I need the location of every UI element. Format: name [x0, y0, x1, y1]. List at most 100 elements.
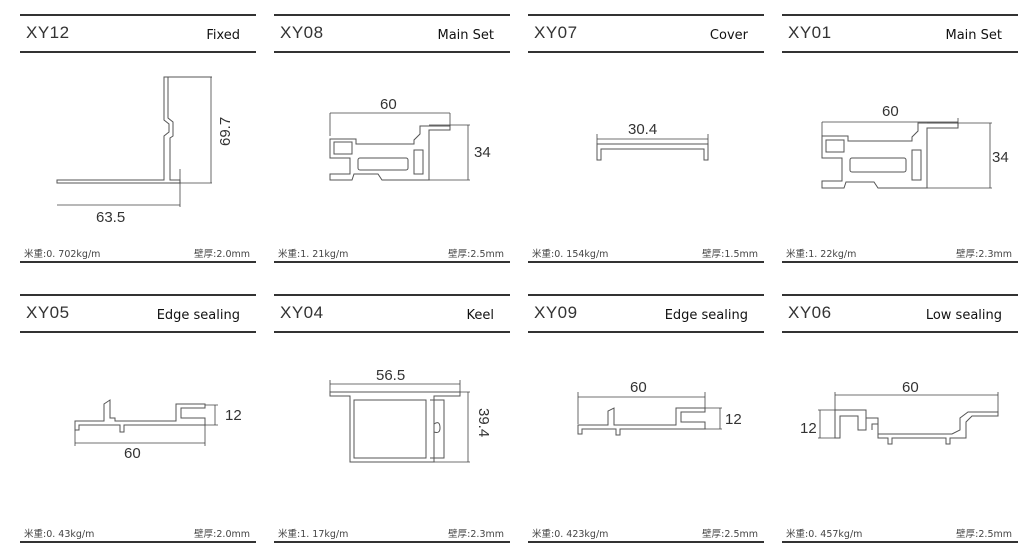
divider [20, 541, 256, 543]
dimension-width: 56.5 [376, 367, 405, 384]
dimension-height: 69.7 [217, 117, 234, 146]
divider [274, 294, 510, 296]
divider [274, 14, 510, 16]
dimension-width: 60 [124, 445, 141, 462]
thickness-value: 2.0mm [216, 529, 250, 540]
profile-type: Main Set [437, 28, 494, 43]
thickness-label: 壁厚: [194, 249, 217, 260]
weight-label: 米重: [786, 529, 809, 540]
profile-drawing: 60 12 [800, 379, 999, 445]
divider [274, 541, 510, 543]
divider [20, 51, 256, 53]
divider [528, 294, 764, 296]
divider [528, 51, 764, 53]
weight-value: 0. 457kg/m [808, 529, 863, 540]
profile-drawing: 12 60 [74, 399, 242, 462]
weight-value: 0. 423kg/m [554, 529, 609, 540]
weight-value: 0. 154kg/m [554, 249, 609, 260]
dimension-height: 12 [225, 407, 242, 424]
thickness-label: 壁厚: [702, 249, 725, 260]
divider [20, 14, 256, 16]
profile-type: Cover [709, 28, 748, 43]
thickness-label: 壁厚: [956, 529, 979, 540]
profile-drawing: 30.4 [596, 121, 709, 161]
profile-drawing: 60 34 [821, 103, 1009, 189]
weight-value: 1. 22kg/m [808, 249, 857, 260]
thickness-label: 壁厚: [448, 249, 471, 260]
thickness-value: 2.3mm [978, 249, 1012, 260]
dimension-width: 60 [630, 379, 647, 396]
thickness-label: 壁厚: [956, 249, 979, 260]
divider [20, 261, 256, 263]
profile-card-xy08: XY08 Main Set 60 34 米重:1. 21kg/m 壁厚:2.5mm [274, 14, 510, 264]
thickness-value: 2.5mm [978, 529, 1012, 540]
divider [274, 261, 510, 263]
profile-drawing: 60 12 [577, 379, 742, 436]
weight-label: 米重: [532, 249, 555, 260]
weight-label: 米重: [278, 249, 301, 260]
weight-label: 米重: [24, 249, 47, 260]
profile-card-xy01: XY01 Main Set 60 34 米重:1. 22kg/m 壁厚:2.3mm [782, 14, 1018, 264]
profile-card-xy12: XY12 Fixed 69.7 63.5 米重:0. 702kg/m 壁厚:2.0… [20, 14, 256, 264]
divider [782, 331, 1018, 333]
divider [20, 294, 256, 296]
thickness-value: 2.3mm [470, 529, 504, 540]
thickness-label: 壁厚: [702, 529, 725, 540]
weight-value: 0. 702kg/m [46, 249, 101, 260]
profile-card-xy09: XY09 Edge sealing 60 12 米重:0. 423kg/m 壁厚:… [528, 294, 764, 544]
dimension-height: 34 [992, 149, 1009, 166]
weight-label: 米重: [278, 529, 301, 540]
weight-label: 米重: [532, 529, 555, 540]
dimension-height: 12 [800, 420, 817, 437]
dimension-width: 60 [380, 96, 397, 113]
dimension-width: 30.4 [628, 121, 657, 138]
divider [274, 331, 510, 333]
dimension-height: 34 [474, 144, 491, 161]
profile-type: Edge sealing [664, 308, 748, 323]
divider [782, 51, 1018, 53]
divider [528, 331, 764, 333]
profile-drawing: 69.7 63.5 [56, 76, 234, 226]
thickness-value: 2.5mm [724, 529, 758, 540]
thickness-label: 壁厚: [448, 529, 471, 540]
divider [528, 14, 764, 16]
divider [782, 541, 1018, 543]
thickness-value: 1.5mm [724, 249, 758, 260]
dimension-height: 39.4 [475, 408, 492, 437]
profile-drawing: 56.5 39.4 [329, 367, 492, 463]
divider [528, 261, 764, 263]
weight-value: 1. 17kg/m [300, 529, 349, 540]
dimension-width: 63.5 [96, 209, 125, 226]
divider [782, 261, 1018, 263]
profile-code: XY07 [534, 23, 578, 42]
profile-code: XY12 [26, 23, 70, 42]
thickness-label: 壁厚: [194, 529, 217, 540]
profile-type: Edge sealing [156, 308, 240, 323]
divider [274, 51, 510, 53]
profile-type: Low sealing [925, 308, 1002, 323]
weight-label: 米重: [24, 529, 47, 540]
divider [782, 294, 1018, 296]
weight-label: 米重: [786, 249, 809, 260]
divider [20, 331, 256, 333]
dimension-width: 60 [902, 379, 919, 396]
profile-type: Main Set [945, 28, 1002, 43]
thickness-value: 2.5mm [470, 249, 504, 260]
profile-drawing: 60 34 [329, 96, 491, 181]
profile-code: XY04 [280, 303, 324, 322]
profile-card-xy05: XY05 Edge sealing 12 60 米重:0. 43kg/m 壁厚:2… [20, 294, 256, 544]
profile-code: XY08 [280, 23, 324, 42]
profile-code: XY01 [788, 23, 832, 42]
weight-value: 0. 43kg/m [46, 529, 95, 540]
profile-code: XY05 [26, 303, 70, 322]
profile-code: XY09 [534, 303, 578, 322]
profile-type: Fixed [206, 28, 240, 43]
divider [782, 14, 1018, 16]
weight-value: 1. 21kg/m [300, 249, 349, 260]
thickness-value: 2.0mm [216, 249, 250, 260]
dimension-width: 60 [882, 103, 899, 120]
profile-card-xy07: XY07 Cover 30.4 米重:0. 154kg/m 壁厚:1.5mm [528, 14, 764, 264]
divider [528, 541, 764, 543]
